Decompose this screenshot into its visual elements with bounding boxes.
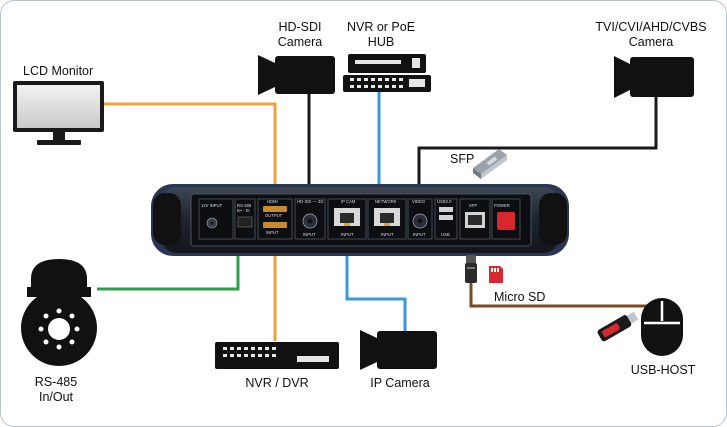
rs485-label-line2: In/Out <box>38 390 74 404</box>
rs485-cable <box>97 249 240 291</box>
cables <box>97 91 663 341</box>
usb-plug-icon <box>465 255 477 283</box>
video-cable <box>417 96 658 196</box>
nvr-poe-hub-label-line1: NVR or PoE <box>346 20 416 34</box>
network-port: NETWORK INPUT <box>367 198 407 240</box>
svg-text:SFP: SFP <box>469 203 477 208</box>
speed-dome-camera-icon <box>21 259 97 366</box>
video-port: VIDEO INPUT <box>407 198 433 240</box>
svg-text:VIDEO: VIDEO <box>412 199 426 204</box>
hdmi-ports: HDMI OUTPUT INPUT <box>257 198 293 240</box>
svg-text:HD-SDI — 3G: HD-SDI — 3G <box>297 199 324 204</box>
tvi-camera-icon <box>614 56 694 98</box>
svg-text:IP CAM: IP CAM <box>341 199 356 204</box>
hdmi-output-cable <box>104 102 277 196</box>
svg-text:B+ - B-: B+ - B- <box>237 208 251 213</box>
sfp-module-icon <box>473 149 507 179</box>
hdsdi-port: HD-SDI — 3G INPUT <box>294 198 326 240</box>
rs485-label: RS-485 In/Out <box>21 375 91 405</box>
svg-text:RS-485: RS-485 <box>237 203 252 208</box>
lcd-monitor-label: LCD Monitor <box>23 64 94 78</box>
svg-text:INPUT: INPUT <box>266 230 279 235</box>
hdsdi-camera-label: HD-SDI Camera <box>267 20 333 50</box>
ip-camera-label: IP Camera <box>370 376 430 390</box>
usb-flash-drive-icon <box>597 311 639 342</box>
svg-text:USB: USB <box>441 232 450 237</box>
hdsdi-camera-label-line2: Camera <box>277 35 323 49</box>
nvr-poe-hub-icon <box>343 54 431 92</box>
svg-text:INPUT: INPUT <box>413 232 426 237</box>
ipcam-cable <box>345 249 407 331</box>
ipcam-port: IP CAM INPUT <box>327 198 367 240</box>
svg-text:USB2.0: USB2.0 <box>437 199 452 204</box>
lcd-monitor-icon <box>13 81 104 145</box>
hdsdi-camera-label-line1: HD-SDI <box>278 20 322 34</box>
nvr-poe-hub-label-line2: HUB <box>367 35 395 49</box>
rs485-label-line1: RS-485 <box>34 375 78 389</box>
sfp-label: SFP <box>450 152 475 166</box>
micro-sd-label: Micro SD <box>494 290 546 304</box>
svg-text:HDMI: HDMI <box>267 199 278 204</box>
usb-ports: USB2.0 USB <box>434 198 458 240</box>
rs485-port: RS-485 B+ - B- <box>234 198 256 240</box>
power-button: POWER <box>491 198 521 240</box>
ip-camera-icon <box>360 330 437 370</box>
hdsdi-camera-icon <box>258 55 335 95</box>
svg-text:POWER: POWER <box>494 203 510 208</box>
svg-text:OUTPUT: OUTPUT <box>265 213 283 218</box>
svg-text:NETWORK: NETWORK <box>375 199 397 204</box>
svg-text:12V INPUT: 12V INPUT <box>201 203 223 208</box>
tvi-camera-label: TVI/CVI/AHD/CVBS Camera <box>581 20 721 50</box>
dc-input-port: 12V INPUT <box>198 198 234 240</box>
tvi-camera-label-line1: TVI/CVI/AHD/CVBS <box>595 20 707 34</box>
nvr-poe-hub-label: NVR or PoE HUB <box>341 20 421 50</box>
nvr-dvr-label: NVR / DVR <box>245 376 309 390</box>
sfp-port: SFP <box>459 198 491 240</box>
svg-text:INPUT: INPUT <box>303 232 316 237</box>
micro-sd-card-icon <box>489 266 503 283</box>
svg-text:INPUT: INPUT <box>341 232 354 237</box>
usb-host-label: USB-HOST <box>630 363 696 377</box>
nvr-dvr-icon <box>215 342 339 369</box>
svg-text:INPUT: INPUT <box>381 232 394 237</box>
main-device: 12V INPUT RS-485 B+ - B- HDMI OUTPUT INP… <box>151 184 569 256</box>
mouse-icon <box>641 298 683 356</box>
tvi-camera-label-line2: Camera <box>628 35 674 49</box>
